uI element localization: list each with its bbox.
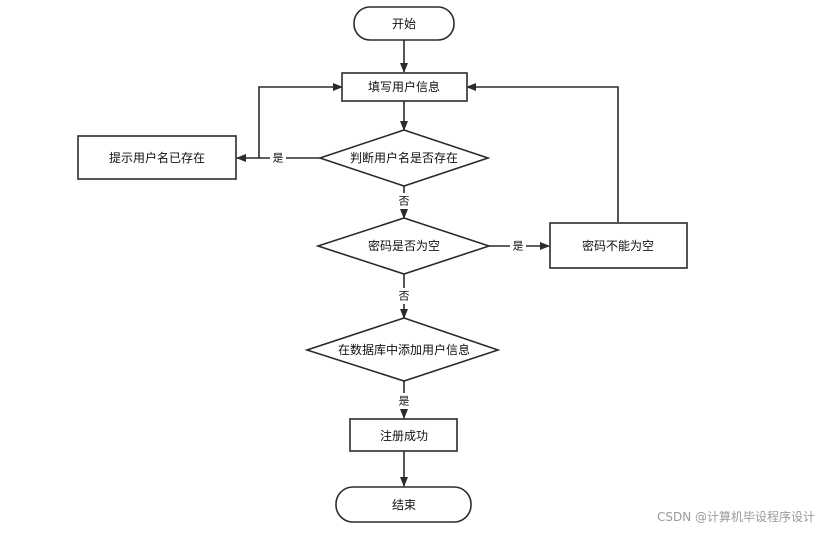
node-fill-info: 填写用户信息	[341, 72, 468, 102]
node-add-db: 在数据库中添加用户信息	[304, 317, 501, 382]
edge-label-exists-yes: 是	[273, 152, 284, 165]
node-success: 注册成功	[349, 418, 458, 452]
check-exists-label: 判断用户名是否存在	[350, 150, 458, 165]
add-db-diamond	[304, 317, 501, 382]
success-label: 注册成功	[380, 428, 428, 443]
edge-pwd-loop	[466, 83, 619, 222]
edge-label-pwd-yes: 是	[513, 240, 524, 253]
start-label: 开始	[392, 17, 416, 31]
edge-label-add-yes: 是	[399, 395, 410, 408]
end-label: 结束	[392, 498, 416, 512]
fill-info-box	[341, 72, 468, 102]
edge-exists-loop	[258, 83, 343, 158]
node-exists-msg: 提示用户名已存在	[77, 135, 237, 180]
pwd-msg-box	[549, 222, 688, 269]
edge-labels: 是 否 是 否 是	[270, 150, 526, 409]
edge-label-exists-no: 否	[399, 195, 410, 208]
check-pwd-label: 密码是否为空	[368, 238, 440, 253]
check-exists-diamond	[317, 129, 491, 187]
pwd-msg-label: 密码不能为空	[582, 238, 654, 253]
success-box	[349, 418, 458, 452]
node-check-pwd: 密码是否为空	[315, 217, 492, 275]
exists-msg-label: 提示用户名已存在	[109, 150, 205, 165]
watermark: CSDN @计算机毕设程序设计	[657, 509, 815, 524]
node-end: 结束	[335, 486, 472, 523]
node-start: 开始	[353, 6, 455, 41]
node-pwd-msg: 密码不能为空	[549, 222, 688, 269]
node-check-exists: 判断用户名是否存在	[317, 129, 491, 187]
exists-msg-box	[77, 135, 237, 180]
add-db-label: 在数据库中添加用户信息	[338, 342, 470, 357]
start-terminal	[353, 6, 455, 41]
end-terminal	[335, 486, 472, 523]
fill-info-label: 填写用户信息	[368, 79, 440, 94]
edge-label-pwd-no: 否	[399, 290, 410, 303]
check-pwd-diamond	[315, 217, 492, 275]
